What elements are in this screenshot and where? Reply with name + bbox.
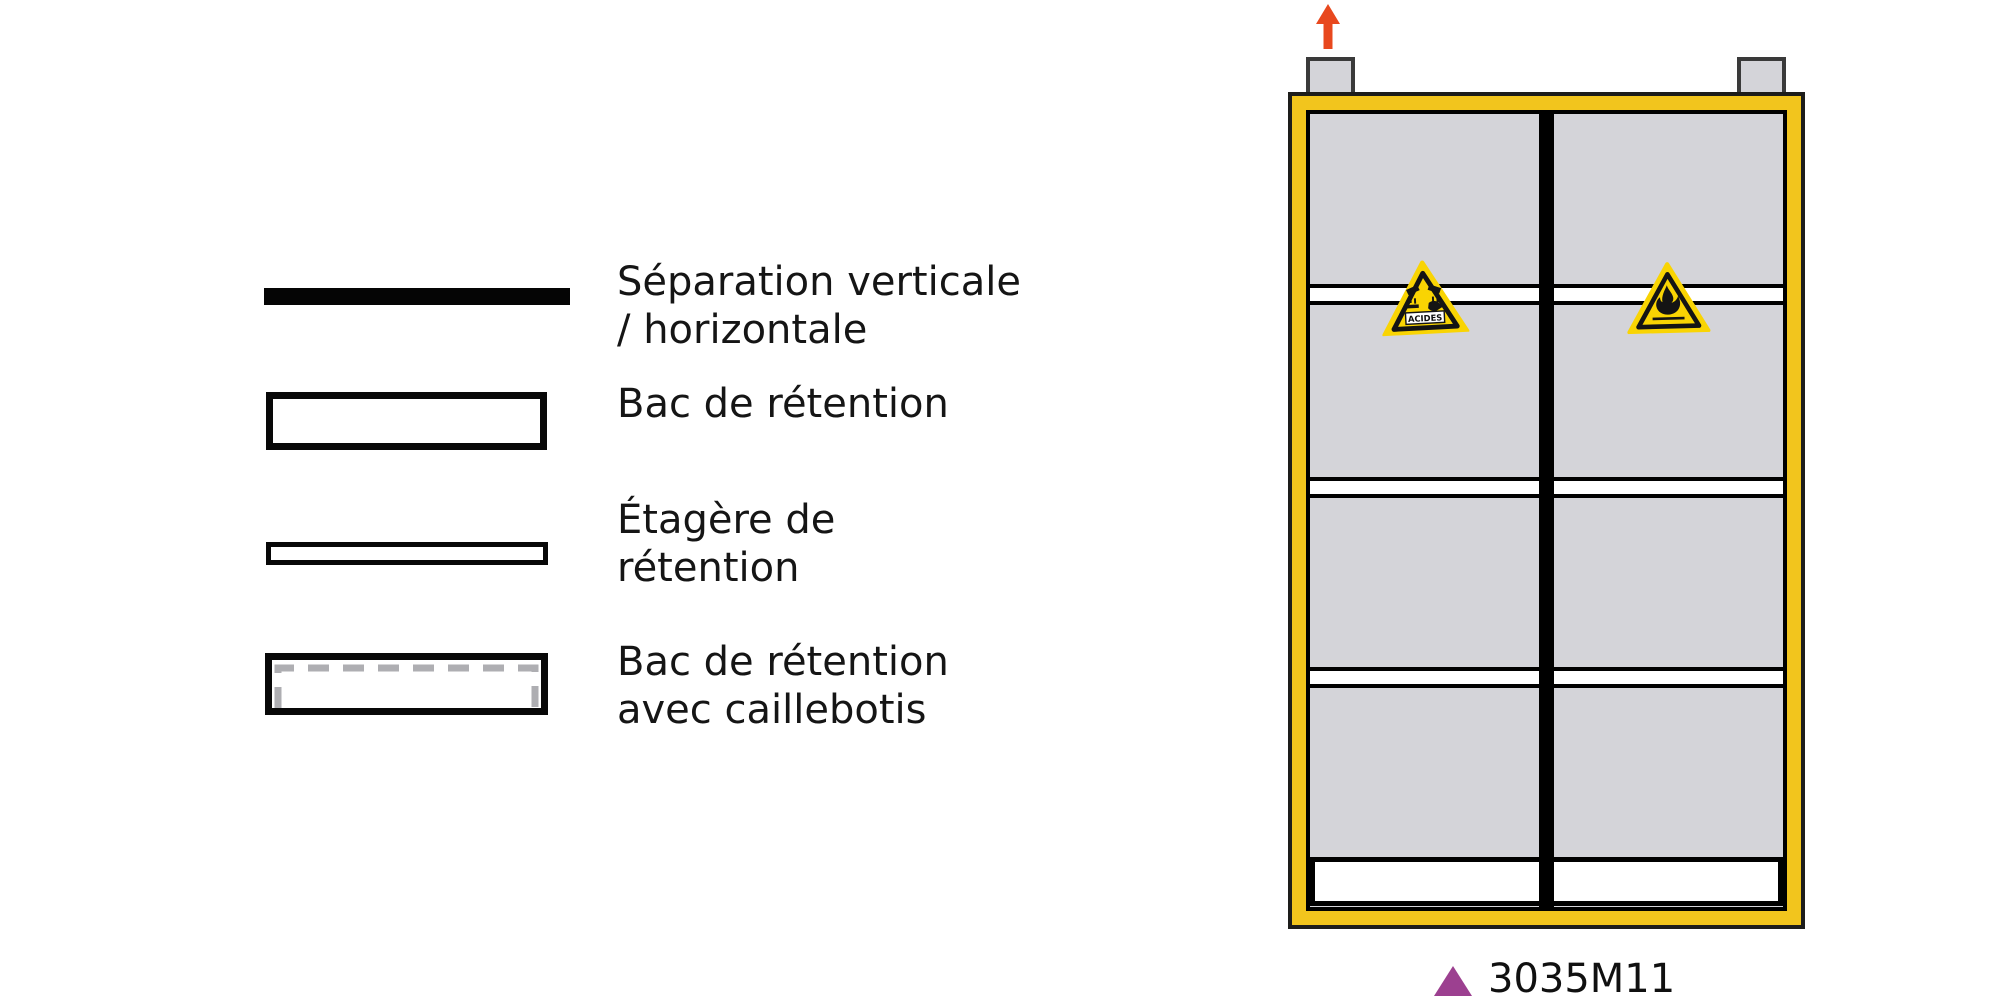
roof-vent-right	[1737, 57, 1786, 97]
retention-shelf	[1552, 477, 1783, 498]
legend-label-etagere: Étagère de rétention	[617, 496, 835, 592]
legend-label-line: / horizontale	[617, 307, 868, 353]
roof-vent-left	[1306, 57, 1355, 97]
legend-symbol-separator-bar	[264, 288, 570, 305]
legend-label-line: Bac de rétention	[617, 639, 949, 685]
legend-label-line: avec caillebotis	[617, 687, 927, 733]
model-label: 3035M11	[1488, 956, 1676, 1000]
grating-dashed-outline	[274, 664, 539, 708]
cabinet-interior: ACIDES	[1306, 110, 1787, 911]
legend-label-line: Étagère de	[617, 497, 836, 543]
model-marker-triangle	[1434, 966, 1472, 996]
flammable-warning-icon	[1627, 262, 1711, 335]
legend-symbol-retention-tray	[266, 392, 547, 450]
retention-shelf	[1310, 477, 1541, 498]
legend-symbol-retention-shelf	[266, 542, 548, 565]
acids-warning-icon: ACIDES	[1382, 260, 1470, 337]
retention-shelf	[1552, 667, 1783, 688]
legend-label-line: Séparation verticale	[617, 259, 1021, 305]
legend-label-line: Bac de rétention	[617, 381, 949, 427]
legend-label-line: rétention	[617, 545, 800, 591]
corrosive-pictogram	[1403, 284, 1444, 312]
acids-sign-text: ACIDES	[1408, 312, 1443, 324]
legend-symbol-retention-tray-grating	[265, 653, 548, 715]
legend-label-caillebotis: Bac de rétention avec caillebotis	[617, 638, 949, 734]
retention-shelf	[1310, 667, 1541, 688]
legend-label-separation: Séparation verticale / horizontale	[617, 258, 1021, 354]
legend-label-bac: Bac de rétention	[617, 380, 949, 428]
vertical-separation	[1539, 114, 1554, 907]
cabinet-frame: ACIDES	[1288, 92, 1805, 929]
exhaust-up-arrow-icon	[1316, 4, 1340, 49]
flame-pictogram	[1656, 285, 1681, 315]
